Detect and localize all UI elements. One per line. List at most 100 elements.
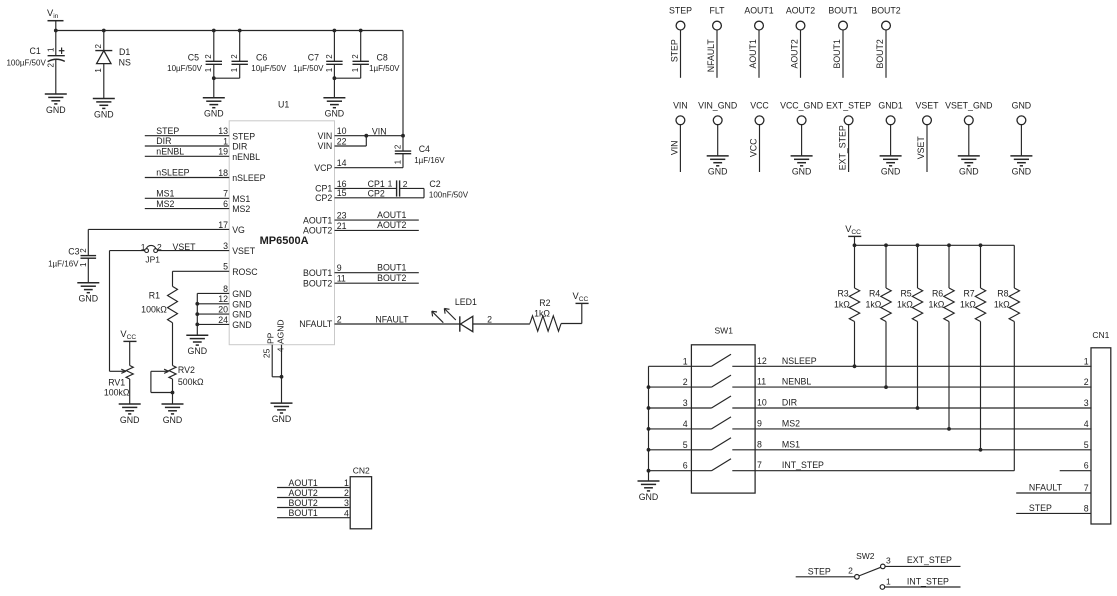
svg-text:MS1: MS1 xyxy=(156,189,174,199)
svg-text:GND: GND xyxy=(639,492,659,502)
svg-text:AOUT2: AOUT2 xyxy=(289,488,318,498)
svg-text:VIN: VIN xyxy=(673,101,688,111)
svg-text:19: 19 xyxy=(218,147,228,157)
svg-text:2: 2 xyxy=(344,488,349,498)
svg-text:100kΩ: 100kΩ xyxy=(141,305,167,315)
svg-text:VSET: VSET xyxy=(916,101,940,111)
svg-text:BOUT1: BOUT1 xyxy=(828,6,857,16)
svg-text:AGND: AGND xyxy=(275,319,285,344)
svg-text:7: 7 xyxy=(223,189,228,199)
svg-text:STEP: STEP xyxy=(156,126,179,136)
svg-text:MS1: MS1 xyxy=(782,439,800,449)
svg-text:R7: R7 xyxy=(963,289,974,299)
svg-text:C5: C5 xyxy=(188,53,199,63)
svg-text:ROSC: ROSC xyxy=(232,267,258,277)
svg-text:VCC: VCC xyxy=(750,101,769,111)
svg-text:2: 2 xyxy=(683,377,688,387)
svg-text:NSLEEP: NSLEEP xyxy=(782,356,817,366)
svg-text:GND: GND xyxy=(232,299,252,309)
svg-text:MP6500A: MP6500A xyxy=(260,235,309,247)
svg-text:SW1: SW1 xyxy=(715,325,734,335)
svg-text:2: 2 xyxy=(94,44,103,49)
svg-text:AOUT1: AOUT1 xyxy=(377,210,406,220)
svg-text:BOUT1: BOUT1 xyxy=(289,508,318,518)
svg-text:EXT_STEP: EXT_STEP xyxy=(838,125,848,170)
svg-text:6: 6 xyxy=(1084,461,1089,471)
svg-text:2: 2 xyxy=(848,565,853,575)
svg-text:17: 17 xyxy=(218,220,228,230)
svg-text:1: 1 xyxy=(886,576,891,586)
svg-text:R2: R2 xyxy=(539,298,550,308)
svg-text:C4: C4 xyxy=(419,144,430,154)
svg-text:CP2: CP2 xyxy=(368,188,385,198)
svg-text:CP2: CP2 xyxy=(315,193,332,203)
svg-text:3: 3 xyxy=(344,498,349,508)
svg-text:1kΩ: 1kΩ xyxy=(897,299,913,309)
svg-text:EXT_STEP: EXT_STEP xyxy=(826,101,871,111)
svg-text:AOUT1: AOUT1 xyxy=(289,478,318,488)
svg-text:R4: R4 xyxy=(869,289,880,299)
svg-text:1: 1 xyxy=(325,67,334,72)
svg-text:9: 9 xyxy=(337,263,342,273)
svg-text:25: 25 xyxy=(261,348,271,358)
svg-text:GND: GND xyxy=(232,310,252,320)
svg-text:RV1: RV1 xyxy=(108,378,125,388)
svg-text:1µF/16V: 1µF/16V xyxy=(414,156,445,165)
svg-text:NFAULT: NFAULT xyxy=(375,314,409,324)
svg-text:BOUT2: BOUT2 xyxy=(303,278,332,288)
svg-text:2: 2 xyxy=(230,54,239,59)
svg-text:DIR: DIR xyxy=(232,142,247,152)
svg-text:nENBL: nENBL xyxy=(232,152,260,162)
svg-text:1µF/16V: 1µF/16V xyxy=(48,260,79,269)
svg-text:4: 4 xyxy=(683,419,688,429)
svg-text:DIR: DIR xyxy=(156,136,171,146)
svg-text:BOUT1: BOUT1 xyxy=(377,263,406,273)
svg-text:1: 1 xyxy=(79,262,88,267)
svg-text:INT_STEP: INT_STEP xyxy=(782,460,824,470)
svg-text:NENBL: NENBL xyxy=(782,377,811,387)
svg-text:8: 8 xyxy=(1084,503,1089,513)
svg-text:3: 3 xyxy=(683,398,688,408)
svg-text:5: 5 xyxy=(683,440,688,450)
svg-text:5: 5 xyxy=(223,262,228,272)
svg-text:12: 12 xyxy=(757,356,767,366)
svg-text:15: 15 xyxy=(337,188,347,198)
svg-text:20: 20 xyxy=(218,305,228,315)
svg-text:GND: GND xyxy=(959,167,979,177)
svg-text:GND1: GND1 xyxy=(878,101,903,111)
svg-text:23: 23 xyxy=(337,211,347,221)
svg-text:14: 14 xyxy=(337,158,347,168)
svg-text:1kΩ: 1kΩ xyxy=(534,308,550,318)
svg-text:STEP: STEP xyxy=(232,131,255,141)
svg-text:2: 2 xyxy=(325,54,334,59)
svg-text:AOUT1: AOUT1 xyxy=(303,215,332,225)
svg-text:2: 2 xyxy=(337,314,342,324)
svg-text:LED1: LED1 xyxy=(455,297,477,307)
svg-text:GND: GND xyxy=(120,415,140,425)
svg-text:R8: R8 xyxy=(997,289,1008,299)
svg-text:10µF/50V: 10µF/50V xyxy=(251,64,287,73)
svg-text:C1: C1 xyxy=(30,46,41,56)
svg-text:4: 4 xyxy=(276,347,286,352)
svg-text:VCC_GND: VCC_GND xyxy=(780,101,823,111)
svg-text:2: 2 xyxy=(79,248,88,253)
svg-text:BOUT2: BOUT2 xyxy=(875,39,885,68)
svg-text:nSLEEP: nSLEEP xyxy=(156,168,189,178)
svg-text:VSET_GND: VSET_GND xyxy=(945,101,992,111)
svg-text:2: 2 xyxy=(157,242,162,252)
svg-text:VCC: VCC xyxy=(120,329,136,341)
svg-text:VIN: VIN xyxy=(372,127,387,137)
svg-text:VIN: VIN xyxy=(318,141,333,151)
svg-text:AOUT1: AOUT1 xyxy=(744,6,773,16)
svg-text:JP1: JP1 xyxy=(145,255,160,265)
svg-text:1kΩ: 1kΩ xyxy=(866,299,882,309)
svg-text:4: 4 xyxy=(1084,419,1089,429)
svg-text:3: 3 xyxy=(1084,398,1089,408)
svg-text:18: 18 xyxy=(218,168,228,178)
svg-text:9: 9 xyxy=(757,418,762,428)
svg-text:VCC: VCC xyxy=(573,291,589,303)
svg-text:AOUT2: AOUT2 xyxy=(786,6,815,16)
svg-text:GND: GND xyxy=(881,167,901,177)
svg-text:1kΩ: 1kΩ xyxy=(960,299,976,309)
svg-text:22: 22 xyxy=(337,136,347,146)
